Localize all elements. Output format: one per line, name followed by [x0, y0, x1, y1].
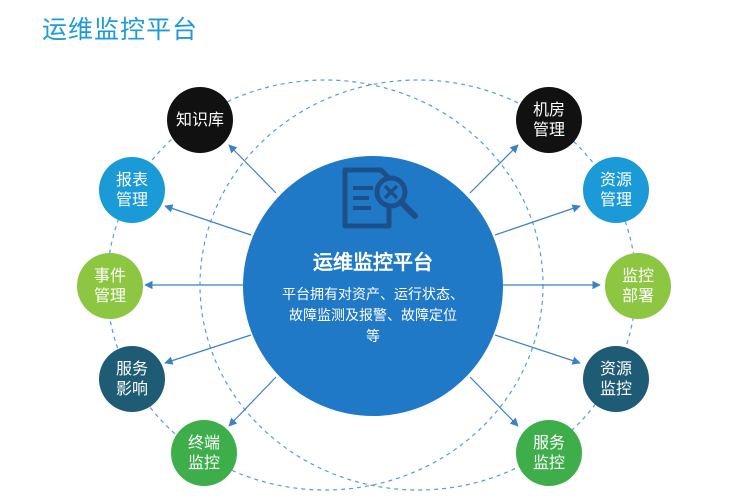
node-label-line-1: 终端	[187, 433, 220, 452]
node-label-line-1: 资源	[599, 170, 632, 189]
node-terminal-monitoring: 终端监控	[171, 420, 237, 486]
node-label-line-2: 管理	[532, 120, 565, 139]
hub-description: 平台拥有对资产、运行状态、 故障监测及报警、故障定位 等	[265, 285, 481, 348]
node-label-line-2: 影响	[115, 379, 148, 398]
hub-desc-line-3: 等	[366, 329, 380, 345]
arrow-to-resource-management	[494, 204, 581, 236]
document-magnifier-icon	[342, 167, 418, 229]
node-label-line-1: 服务	[115, 359, 148, 378]
node-event-management: 事件管理	[77, 253, 143, 319]
node-label-line-2: 部署	[621, 286, 654, 305]
node-label-line-1: 机房	[532, 100, 565, 119]
node-monitoring-deployment: 监控部署	[605, 253, 671, 319]
node-datacenter-management: 机房管理	[516, 87, 582, 153]
node-label-line-1: 监控	[621, 266, 654, 285]
arrow-to-service-monitoring	[469, 376, 519, 427]
arrow-to-datacenter-management	[469, 144, 519, 194]
hub-title: 运维监控平台	[313, 250, 433, 274]
page-title: 运维监控平台	[42, 15, 199, 44]
hub-desc-line-1: 平台拥有对资产、运行状态、	[282, 287, 464, 303]
node-label-line-1: 知识库	[175, 110, 224, 129]
node-label-line-2: 管理	[93, 286, 126, 305]
node-label-line-2: 监控	[187, 453, 220, 472]
node-label-line-2: 监控	[532, 453, 565, 472]
node-label-line-2: 管理	[115, 190, 148, 209]
node-label-line-1: 报表	[115, 170, 148, 189]
node-label-line-2: 监控	[599, 379, 632, 398]
arrow-to-report-management	[164, 204, 252, 236]
node-label-line-2: 管理	[599, 190, 632, 209]
node-knowledge-base: 知识库	[167, 87, 233, 153]
hub-desc-line-2: 故障监测及报警、故障定位	[289, 308, 457, 324]
node-report-management: 报表管理	[99, 157, 165, 223]
node-resource-monitoring: 资源监控	[583, 346, 649, 412]
node-service-impact: 服务影响	[99, 346, 165, 412]
arrow-to-knowledge-base	[228, 144, 277, 194]
central-hub: 运维监控平台 平台拥有对资产、运行状态、 故障监测及报警、故障定位 等	[243, 156, 503, 416]
node-label-line-1: 服务	[532, 433, 565, 452]
node-resource-management: 资源管理	[583, 157, 649, 223]
node-service-monitoring: 服务监控	[516, 420, 582, 486]
arrow-to-service-impact	[164, 334, 252, 365]
node-label-line-1: 事件	[93, 266, 126, 285]
arrow-to-terminal-monitoring	[228, 376, 277, 427]
node-label-line-1: 资源	[599, 359, 632, 378]
arrow-to-resource-monitoring	[494, 334, 581, 365]
